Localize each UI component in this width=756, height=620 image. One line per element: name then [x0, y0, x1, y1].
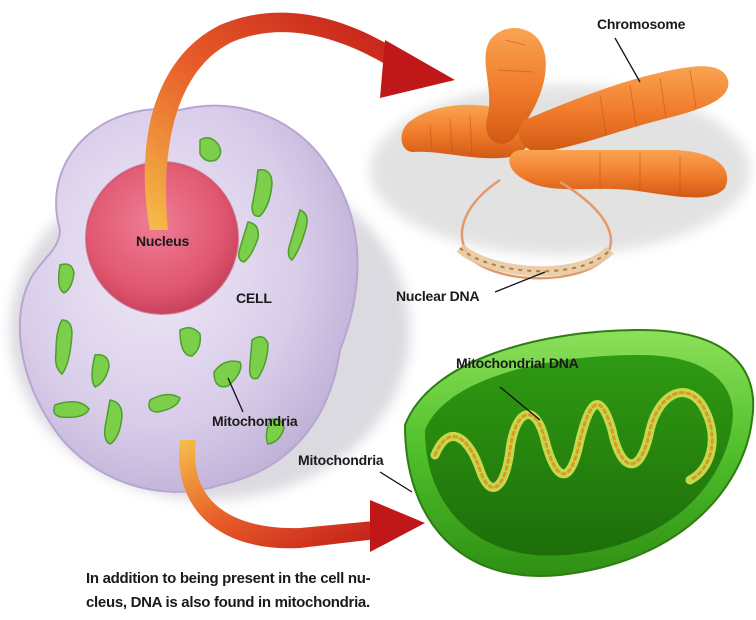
organelle-mitochondria-label: Mitochondria	[298, 452, 383, 468]
nucleus-label: Nucleus	[136, 233, 189, 249]
cell-mitochondria-label: Mitochondria	[212, 413, 297, 429]
caption-line-2: cleus, DNA is also found in mitochondria…	[86, 591, 446, 615]
mitochondrial-dna-label: Mitochondrial DNA	[456, 355, 579, 371]
caption: In addition to being present in the cell…	[86, 567, 446, 615]
cell-label: CELL	[236, 290, 272, 306]
nuclear-dna-label: Nuclear DNA	[396, 288, 479, 304]
chromosome-label: Chromosome	[597, 16, 685, 32]
caption-line-1: In addition to being present in the cell…	[86, 567, 446, 591]
